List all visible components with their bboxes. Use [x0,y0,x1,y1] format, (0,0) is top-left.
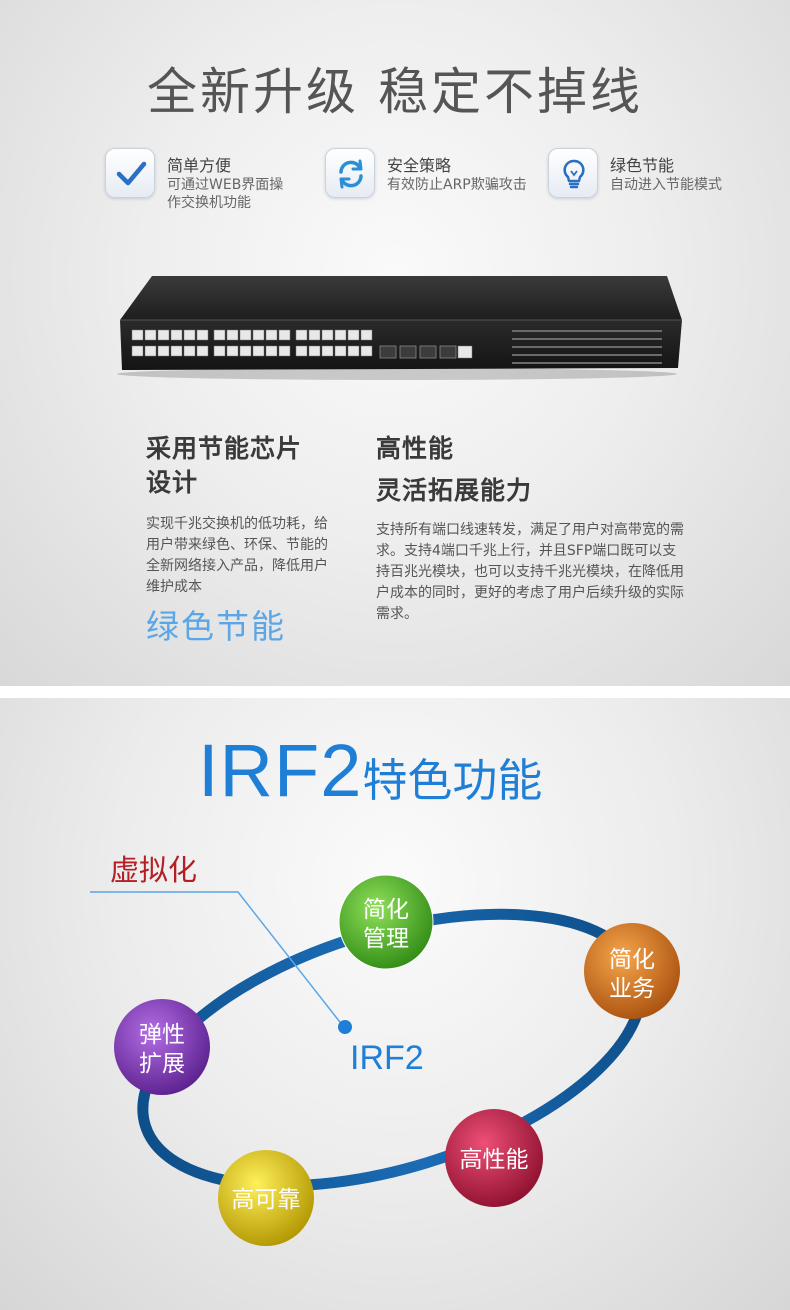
top-panel: 全新升级 稳定不掉线 简单方便 可通过WEB界面操 作交换机功能 安全策略 有效… [0,0,790,686]
feature-desc: 自动进入节能模式 [610,177,722,193]
node-high-performance: 高性能 [445,1109,543,1207]
callout-virtualization: 虚拟化 [110,853,197,887]
center-dot [338,1020,352,1034]
svg-text:简化: 简化 [609,947,655,973]
svg-text:扩展: 扩展 [139,1051,185,1077]
feature-desc: 有效防止ARP欺骗攻击 [387,177,527,193]
svg-text:高性能: 高性能 [460,1147,529,1173]
svg-text:简化: 简化 [363,897,409,923]
block-subheading: 灵活拓展能力 [376,476,533,505]
feature-security: 安全策略 有效防止ARP欺骗攻击 [325,148,540,218]
node-high-reliability: 高可靠 [218,1150,314,1246]
lightbulb-icon [548,148,598,198]
node-simplify-management: 简化 管理 [338,874,434,970]
section-divider [0,686,790,698]
node-simplify-business: 简化 业务 [584,923,680,1019]
irf-title-main: IRF2 [198,729,363,812]
feature-title: 安全策略 [387,156,452,175]
block-heading: 高性能 [376,434,455,463]
svg-text:弹性: 弹性 [139,1022,185,1048]
hero-title: 全新升级 稳定不掉线 [147,63,643,121]
feature-green: 绿色节能 自动进入节能模式 [548,148,748,218]
performance-block: 高性能 灵活拓展能力 支持所有端口线速转发，满足了用户对高带宽的需求。支持4端口… [376,432,686,625]
green-energy-highlight: 绿色节能 [146,607,286,646]
node-elastic-expansion: 弹性 扩展 [114,999,210,1095]
svg-text:管理: 管理 [363,926,409,952]
block-body: 实现千兆交换机的低功耗，给用户带来绿色、环保、节能的全新网络接入产品，降低用户维… [146,516,328,595]
irf-title: IRF2特色功能 [198,728,542,813]
irf-center-label: IRF2 [350,1039,424,1077]
irf-diagram: 虚拟化 IRF2 简化 管理 简化 业务 弹性 扩展 高可靠 高性能 [90,853,680,1246]
checkmark-icon [105,148,155,198]
feature-desc: 可通过WEB界面操 作交换机功能 [167,177,284,211]
feature-title: 绿色节能 [610,156,675,175]
irf-title-sub: 特色功能 [362,754,543,807]
refresh-icon [325,148,375,198]
feature-title: 简单方便 [167,156,232,175]
block-body: 支持所有端口线速转发，满足了用户对高带宽的需求。支持4端口千兆上行，并且SFP端… [376,522,684,622]
svg-text:业务: 业务 [609,976,655,1002]
block-heading: 采用节能芯片 设计 [146,434,303,497]
network-switch-image [117,276,682,380]
feature-easy: 简单方便 可通过WEB界面操 作交换机功能 [105,148,315,218]
svg-text:高可靠: 高可靠 [232,1187,301,1213]
energy-saving-block: 采用节能芯片 设计 实现千兆交换机的低功耗，给用户带来绿色、环保、节能的全新网络… [146,432,336,648]
